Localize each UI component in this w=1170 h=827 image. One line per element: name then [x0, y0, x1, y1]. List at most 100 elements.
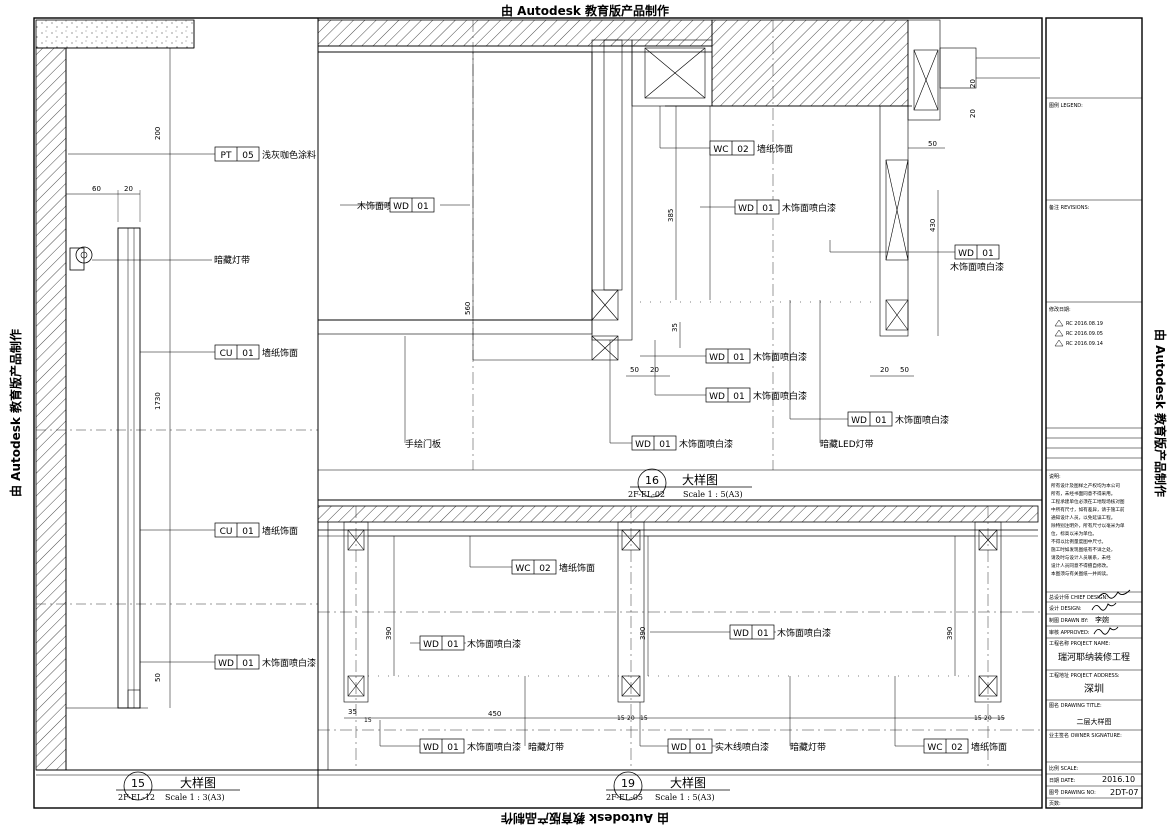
- svg-text:19: 19: [621, 777, 635, 790]
- tb-project-name: 瑞河耶纳装修工程: [1058, 651, 1130, 663]
- detail-15-title: 15 大样图 2F-EL-12 Scale 1 : 3(A3): [116, 771, 240, 802]
- watermark-top: 由 Autodesk 教育版产品制作: [501, 3, 669, 18]
- svg-text:WC: WC: [713, 145, 728, 155]
- tag-pt05: PT 05 浅灰咖色涂料: [214, 146, 316, 162]
- tb-project-label: 工程名称 PROJECT NAME:: [1049, 640, 1110, 647]
- svg-text:所有，未经书面同意不得采用。: 所有，未经书面同意不得采用。: [1051, 490, 1115, 497]
- dim-19-35: 35: [348, 708, 357, 716]
- svg-text:木饰面喷白漆: 木饰面喷白漆: [262, 657, 316, 669]
- tb-drawing-title-label: 图名 DRAWING TITLE:: [1049, 702, 1102, 709]
- svg-text:中所有尺寸，如有差异，请于施工前: 中所有尺寸，如有差异，请于施工前: [1051, 506, 1125, 513]
- svg-text:01: 01: [733, 353, 744, 363]
- label-16-hand-door: 手绘门板: [405, 438, 441, 450]
- svg-text:01: 01: [875, 416, 886, 426]
- svg-text:RC 2016.09.05: RC 2016.09.05: [1066, 331, 1103, 337]
- svg-text:CU: CU: [220, 349, 233, 359]
- dim-16-560: 560: [464, 302, 472, 315]
- svg-text:01: 01: [447, 640, 458, 650]
- svg-text:01: 01: [982, 249, 993, 259]
- tb-chief: 总设计师 CHIEF DESIGN:: [1049, 594, 1108, 601]
- svg-text:木饰面喷白漆: 木饰面喷白漆: [753, 390, 807, 402]
- tag-cu01-a: CU 01 墙纸饰面: [214, 344, 298, 360]
- tb-date: 2016.10: [1102, 775, 1135, 784]
- dim-19-15a: 15: [364, 717, 372, 724]
- svg-text:Scale 1 : 5(A3): Scale 1 : 5(A3): [683, 490, 743, 499]
- dim-15-60: 60: [92, 185, 101, 193]
- dim-19-450: 450: [488, 710, 501, 718]
- svg-text:所有设计及图样之产权均为本公司: 所有设计及图样之产权均为本公司: [1051, 482, 1120, 489]
- svg-text:请及时与设计人员联系，未经: 请及时与设计人员联系，未经: [1051, 554, 1111, 561]
- svg-text:大样图: 大样图: [682, 472, 718, 487]
- tb-rev-date: 修改日期:: [1049, 306, 1071, 313]
- dim-15-20: 20: [124, 185, 133, 193]
- svg-text:2F-EL-12: 2F-EL-12: [118, 793, 155, 802]
- tag-wc02-16: WC 02 墙纸饰面: [709, 140, 793, 156]
- svg-text:01: 01: [447, 743, 458, 753]
- svg-text:05: 05: [242, 151, 253, 161]
- svg-text:WD: WD: [423, 640, 439, 650]
- tb-revisions: 备注 REVISIONS:: [1049, 204, 1090, 211]
- dim-19-15d: 15: [974, 715, 982, 722]
- tb-drawing-no-label: 图号 DRAWING NO:: [1049, 790, 1096, 796]
- dim-16-430: 430: [929, 219, 937, 232]
- tb-scale: 比例 SCALE:: [1049, 765, 1079, 772]
- svg-text:01: 01: [242, 527, 253, 537]
- svg-text:PT: PT: [221, 151, 232, 161]
- dim-15-50: 50: [154, 673, 162, 682]
- svg-text:木饰面喷白漆: 木饰面喷白漆: [777, 627, 831, 639]
- svg-text:RC 2016.09.14: RC 2016.09.14: [1066, 341, 1103, 347]
- dim-19-390a: 390: [385, 627, 393, 640]
- tag-wd01-16f: WD 01 木饰面喷白漆: [847, 411, 949, 427]
- dim-16-50c: 50: [928, 140, 937, 148]
- svg-text:墙纸饰面: 墙纸饰面: [559, 562, 595, 574]
- svg-text:02: 02: [951, 743, 962, 753]
- dim-16-20a: 20: [650, 366, 659, 374]
- svg-text:木饰面喷白漆: 木饰面喷白漆: [467, 638, 521, 650]
- svg-text:木饰面喷白漆: 木饰面喷白漆: [467, 741, 521, 753]
- svg-text:木饰面喷白漆: 木饰面喷白漆: [950, 261, 1004, 273]
- dim-15-200: 200: [154, 127, 162, 140]
- svg-text:01: 01: [417, 202, 428, 212]
- svg-text:01: 01: [242, 349, 253, 359]
- tag-wd01-19c: WD 01 木饰面喷白漆: [419, 738, 521, 754]
- dim-19-390c: 390: [946, 627, 954, 640]
- svg-text:01: 01: [242, 659, 253, 669]
- svg-text:木饰面喷白漆: 木饰面喷白漆: [782, 202, 836, 214]
- svg-text:WD: WD: [393, 202, 409, 212]
- tag-wd01-16b: WD 01 木饰面喷白漆: [734, 199, 836, 215]
- svg-text:02: 02: [737, 145, 748, 155]
- tb-drawing-no: 2DT-07: [1110, 788, 1138, 797]
- detail-16-drawing: [317, 19, 1042, 471]
- svg-text:墙纸饰面: 墙纸饰面: [262, 525, 298, 537]
- svg-text:墙纸饰面: 墙纸饰面: [757, 143, 793, 155]
- tag-wd01-16d: WD 01 木饰面喷白漆: [705, 348, 807, 364]
- tag-wd01-19d: WD 01 实木线喷白漆: [667, 738, 769, 754]
- dim-19-390b: 390: [639, 627, 647, 640]
- svg-text:位，标高以米为单位。: 位，标高以米为单位。: [1051, 530, 1097, 537]
- label-19-hidden-light-a: 暗藏灯带: [528, 741, 564, 753]
- tag-wd01-15: WD 01 木饰面喷白漆: [214, 654, 316, 670]
- dim-16-50: 50: [630, 366, 639, 374]
- label-15-hidden-light: 暗藏灯带: [214, 254, 250, 266]
- tb-drawing-title: 二层大样图: [1077, 717, 1112, 726]
- svg-text:大样图: 大样图: [180, 775, 216, 790]
- dim-19-15e: 15: [997, 715, 1005, 722]
- tb-address-label: 工程地址 PROJECT ADDRESS:: [1049, 672, 1120, 679]
- dim-19-20h: 20: [984, 715, 992, 722]
- dim-19-20g: 20: [627, 715, 635, 722]
- tb-page: 页数:: [1049, 800, 1061, 807]
- dim-16-20e: 20: [969, 79, 977, 88]
- dim-19-15c: 15: [640, 715, 648, 722]
- tb-design: 设计 DESIGN:: [1049, 605, 1082, 612]
- svg-text:Scale 1 : 3(A3): Scale 1 : 3(A3): [165, 793, 225, 802]
- tag-wc02-19: WC 02 墙纸饰面: [511, 559, 595, 575]
- svg-text:WD: WD: [635, 440, 651, 450]
- tag-wd01-19a: WD 01 木饰面喷白漆: [419, 635, 521, 651]
- svg-text:设计人员同意不得擅自修改。: 设计人员同意不得擅自修改。: [1051, 562, 1111, 569]
- svg-text:木饰面喷白漆: 木饰面喷白漆: [679, 438, 733, 450]
- svg-text:2F-EL-05: 2F-EL-05: [606, 793, 643, 802]
- svg-text:WD: WD: [733, 629, 749, 639]
- tag-wd01-16c: WD 01 木饰面喷白漆: [950, 244, 1004, 273]
- dim-16-20b: 20: [880, 366, 889, 374]
- svg-text:WD: WD: [709, 353, 725, 363]
